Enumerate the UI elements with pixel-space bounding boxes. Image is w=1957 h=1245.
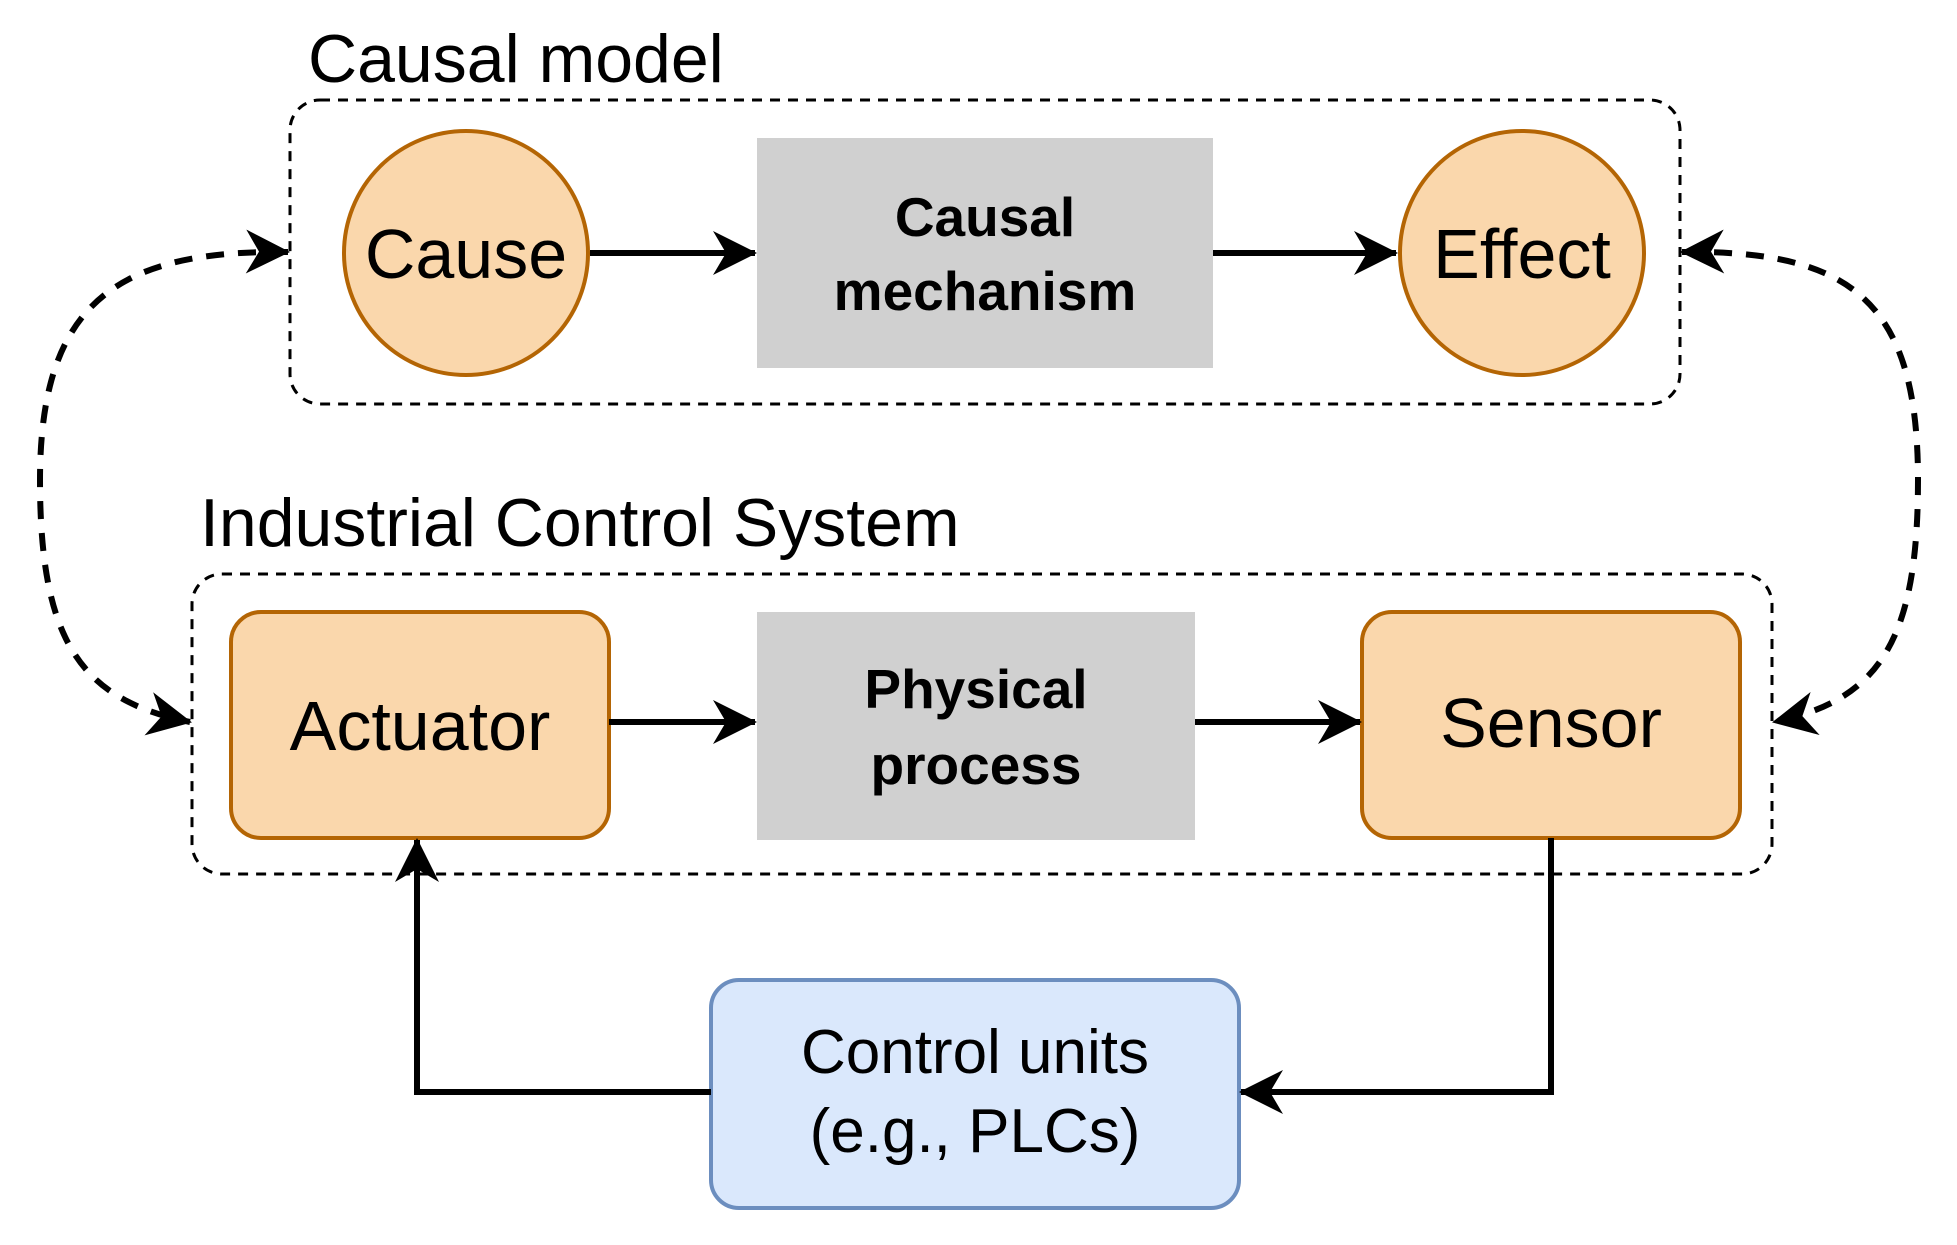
- control-units-node: [709, 978, 1241, 1210]
- physical-process-label-line1: Physical: [864, 658, 1087, 720]
- ics-group-box: [190, 572, 1774, 876]
- effect-sensor-mapping-arrow: [1680, 229, 1922, 735]
- sensor-to-control-arrow: [1239, 838, 1554, 1114]
- physical-process-label-line2: process: [871, 734, 1082, 796]
- cause-label: Cause: [365, 215, 567, 293]
- ics-title: Industrial Control System: [200, 485, 960, 561]
- cause-actuator-mapping-arrow: [36, 229, 290, 736]
- effect-node: [1398, 129, 1646, 377]
- causal-mechanism-label-line1: Causal: [895, 186, 1075, 248]
- causal-mechanism-label-line2: mechanism: [834, 260, 1137, 322]
- causal-model-title: Causal model: [308, 21, 724, 97]
- control-to-actuator-arrow: [395, 838, 711, 1095]
- control-units-label-line1: Control units: [801, 1018, 1149, 1087]
- control-units-label-line2: (e.g., PLCs): [810, 1097, 1141, 1166]
- causal-model-group-box: [288, 98, 1682, 406]
- sensor-label: Sensor: [1440, 684, 1662, 762]
- actuator-label: Actuator: [290, 687, 551, 765]
- causal-mechanism-node: [757, 138, 1213, 368]
- effect-label: Effect: [1433, 215, 1611, 293]
- physical-process-node: [757, 612, 1195, 840]
- cause-node: [342, 129, 590, 377]
